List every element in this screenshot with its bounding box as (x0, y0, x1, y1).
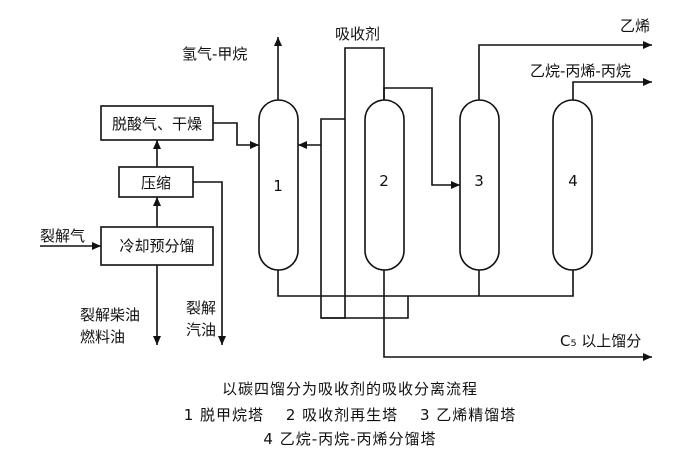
gasoline-label-2: 汽油 (186, 321, 216, 339)
cooling-label: 冷却预分馏 (119, 237, 194, 255)
bottoms-trunk-line (277, 270, 574, 297)
dehydration-box (100, 105, 214, 141)
caption-legend-row: 1 脱甲烷塔 2 吸收剂再生塔 3 乙烯精馏塔 (0, 404, 700, 425)
absorbent-line (344, 47, 385, 119)
legend-item-3: 3 乙烯精馏塔 (419, 406, 517, 424)
absorbent-label: 吸收剂 (335, 25, 380, 43)
diesel-label-2: 燃料油 (80, 328, 125, 346)
tower3-recycle-line (321, 296, 409, 319)
tower-4-number: 4 (568, 172, 578, 190)
c2-c3-line (572, 78, 652, 100)
ethylene-line (478, 41, 652, 100)
absorbent-feed-line (298, 118, 345, 149)
caption-title: 以碳四馏分为吸收剂的吸收分离流程 (221, 380, 478, 398)
gasoline-outlet-line (193, 181, 226, 345)
c5-label: C₅ 以上馏分 (560, 332, 641, 350)
c5-line (383, 296, 652, 361)
tower-3-number: 3 (474, 172, 484, 190)
tower-1-number: 1 (273, 177, 283, 195)
c2-c3-label: 乙烷-丙烯-丙烷 (530, 62, 631, 80)
compressor-label: 压缩 (141, 174, 171, 192)
caption-legend-row-2: 4 乙烷-丙烷-丙烯分馏塔 (0, 428, 700, 449)
legend-item-1: 1 脱甲烷塔 (183, 406, 265, 424)
ethylene-label: 乙烯 (620, 17, 650, 35)
legend-item-2: 2 吸收剂再生塔 (285, 406, 399, 424)
dehydration-label: 脱酸气、干燥 (112, 115, 202, 133)
tower-2-number: 2 (379, 172, 389, 190)
diesel-label-1: 裂解柴油 (80, 306, 140, 324)
tower2-recycle-line (320, 119, 346, 319)
gasoline-label-1: 裂解 (186, 299, 216, 317)
cracked-gas-label: 裂解气 (40, 227, 85, 245)
legend-item-4: 4 乙烷-丙烷-丙烯分馏塔 (263, 430, 437, 448)
hydrogen-methane-label: 氢气-甲烷 (182, 45, 247, 63)
tower2-to-tower3-line (383, 87, 460, 189)
dehydration-to-tower1-line (213, 122, 259, 149)
